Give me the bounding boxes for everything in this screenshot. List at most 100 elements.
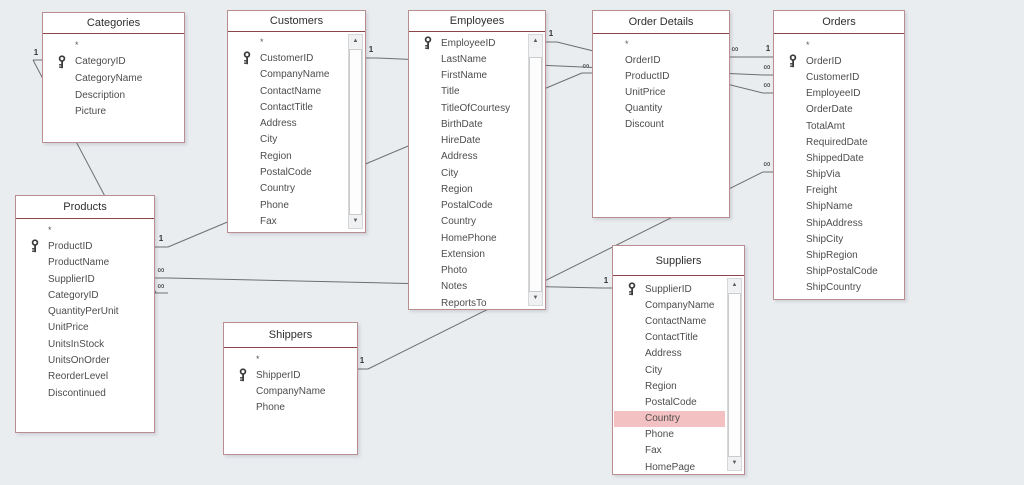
field-row-unitprice[interactable]: UnitPrice (17, 320, 153, 336)
table-title-customers[interactable]: Customers (228, 11, 365, 32)
field-row-postalcode[interactable]: PostalCode (229, 164, 346, 180)
table-title-suppliers[interactable]: Suppliers (613, 246, 744, 276)
field-row-companyname[interactable]: CompanyName (225, 383, 356, 399)
field-row-quantityperunit[interactable]: QuantityPerUnit (17, 303, 153, 319)
field-row-region[interactable]: Region (410, 181, 526, 197)
scroll-up-icon[interactable]: ▲ (728, 279, 741, 292)
field-row-phone[interactable]: Phone (225, 400, 356, 416)
field-row-supplierid[interactable]: SupplierID (17, 271, 153, 287)
field-row-totalamt[interactable]: TotalAmt (775, 118, 903, 134)
field-row-categoryname[interactable]: CategoryName (44, 70, 183, 87)
field-row-city[interactable]: City (229, 132, 346, 148)
field-row-photo[interactable]: Photo (410, 263, 526, 279)
field-row-address[interactable]: Address (229, 115, 346, 131)
table-title-shippers[interactable]: Shippers (224, 323, 357, 348)
field-row-productname[interactable]: ProductName (17, 255, 153, 271)
field-row-discontinued[interactable]: Discontinued (17, 385, 153, 401)
field-row-reorderlevel[interactable]: ReorderLevel (17, 369, 153, 385)
field-row-city[interactable]: City (410, 165, 526, 181)
field-row-country[interactable]: Country (229, 181, 346, 197)
field-row-shipperid[interactable]: ShipperID (225, 367, 356, 383)
field-row-requireddate[interactable]: RequiredDate (775, 134, 903, 150)
vertical-scrollbar[interactable]: ▲▼ (528, 34, 543, 306)
field-row-city[interactable]: City (614, 362, 725, 378)
field-row-address[interactable]: Address (410, 149, 526, 165)
field-row-unitsonorder[interactable]: UnitsOnOrder (17, 352, 153, 368)
field-row-customerid[interactable]: CustomerID (775, 69, 903, 85)
field-row-titleofcourtesy[interactable]: TitleOfCourtesy (410, 100, 526, 116)
field-row-contacttitle[interactable]: ContactTitle (614, 330, 725, 346)
table-title-employees[interactable]: Employees (409, 11, 545, 32)
scroll-down-icon[interactable]: ▼ (529, 292, 542, 305)
field-row-employeeid[interactable]: EmployeeID (775, 86, 903, 102)
field-row-productid[interactable]: ProductID (594, 68, 728, 84)
field-row-contactname[interactable]: ContactName (614, 313, 725, 329)
field-row-categoryid[interactable]: CategoryID (44, 54, 183, 71)
field-row-quantity[interactable]: Quantity (594, 100, 728, 116)
field-row-shipname[interactable]: ShipName (775, 199, 903, 215)
field-row-postalcode[interactable]: PostalCode (410, 198, 526, 214)
field-row-shipcountry[interactable]: ShipCountry (775, 280, 903, 296)
field-row-freight[interactable]: Freight (775, 183, 903, 199)
field-row-orderid[interactable]: OrderID (775, 53, 903, 69)
field-row-all[interactable]: * (594, 36, 728, 52)
field-row-country[interactable]: Country (410, 214, 526, 230)
table-title-order-details[interactable]: Order Details (593, 11, 729, 34)
field-row-orderdate[interactable]: OrderDate (775, 102, 903, 118)
field-row-shipregion[interactable]: ShipRegion (775, 247, 903, 263)
field-row-phone[interactable]: Phone (614, 427, 725, 443)
field-row-companyname[interactable]: CompanyName (614, 297, 725, 313)
field-row-address[interactable]: Address (614, 346, 725, 362)
field-row-all[interactable]: * (44, 37, 183, 54)
relationship-line-orders-order-details[interactable]: ∞1 (730, 44, 773, 58)
field-row-discount[interactable]: Discount (594, 116, 728, 132)
field-row-unitsinstock[interactable]: UnitsInStock (17, 336, 153, 352)
field-row-description[interactable]: Description (44, 87, 183, 104)
field-row-all[interactable]: * (17, 222, 153, 238)
table-title-products[interactable]: Products (16, 196, 154, 219)
scrollbar-thumb[interactable] (529, 57, 542, 292)
field-row-companyname[interactable]: CompanyName (229, 67, 346, 83)
field-row-country[interactable]: Country (614, 410, 725, 427)
field-row-all[interactable]: * (229, 34, 346, 50)
field-row-phone[interactable]: Phone (229, 197, 346, 213)
table-title-orders[interactable]: Orders (774, 11, 904, 34)
field-row-all[interactable]: * (225, 351, 356, 367)
scroll-down-icon[interactable]: ▼ (349, 215, 362, 228)
field-row-categoryid[interactable]: CategoryID (17, 287, 153, 303)
field-row-orderid[interactable]: OrderID (594, 52, 728, 68)
field-row-contactname[interactable]: ContactName (229, 83, 346, 99)
field-row-shipcity[interactable]: ShipCity (775, 231, 903, 247)
field-row-region[interactable]: Region (614, 378, 725, 394)
field-row-homephone[interactable]: HomePhone (410, 230, 526, 246)
field-row-fax[interactable]: Fax (614, 443, 725, 459)
field-row-postalcode[interactable]: PostalCode (614, 394, 725, 410)
field-row-all[interactable]: * (775, 37, 903, 53)
field-row-hiredate[interactable]: HireDate (410, 133, 526, 149)
scroll-up-icon[interactable]: ▲ (349, 35, 362, 48)
field-row-lastname[interactable]: LastName (410, 51, 526, 67)
field-row-productid[interactable]: ProductID (17, 238, 153, 254)
scroll-down-icon[interactable]: ▼ (728, 457, 741, 470)
field-row-title[interactable]: Title (410, 84, 526, 100)
scroll-up-icon[interactable]: ▲ (529, 35, 542, 48)
scrollbar-thumb[interactable] (728, 293, 741, 457)
field-row-extension[interactable]: Extension (410, 246, 526, 262)
vertical-scrollbar[interactable]: ▲▼ (348, 34, 363, 229)
field-row-supplierid[interactable]: SupplierID (614, 281, 725, 297)
table-title-categories[interactable]: Categories (43, 13, 184, 34)
field-row-shippostalcode[interactable]: ShipPostalCode (775, 264, 903, 280)
field-row-contacttitle[interactable]: ContactTitle (229, 99, 346, 115)
field-row-birthdate[interactable]: BirthDate (410, 116, 526, 132)
field-row-shipaddress[interactable]: ShipAddress (775, 215, 903, 231)
field-row-shippeddate[interactable]: ShippedDate (775, 150, 903, 166)
field-row-notes[interactable]: Notes (410, 279, 526, 295)
